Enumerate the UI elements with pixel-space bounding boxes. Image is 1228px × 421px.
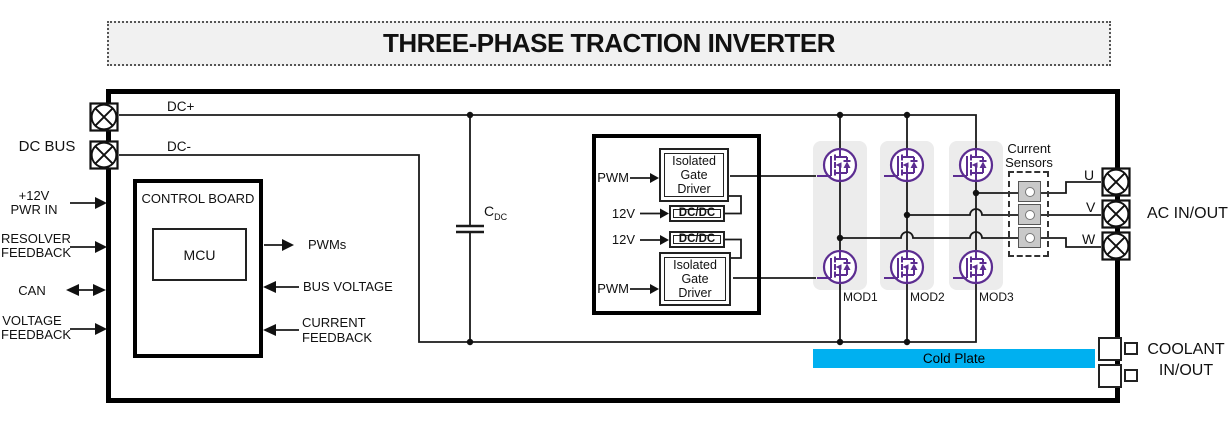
mosfet-icon-mod2-high <box>883 147 925 183</box>
bus-voltage-label: BUS VOLTAGE <box>303 279 393 294</box>
arrow-heads <box>66 173 669 336</box>
port-12v-pwr-in: +12V PWR IN <box>10 188 58 217</box>
mosfet-icon-mod2-low <box>883 249 925 285</box>
v12-top-label: 12V <box>611 206 635 221</box>
ac-in-out-label: AC IN/OUT <box>1147 205 1228 222</box>
mosfet-icon-mod1-low <box>816 249 858 285</box>
cold-plate: Cold Plate <box>813 349 1095 368</box>
coolant-fitting-2-tab-icon <box>1124 369 1138 382</box>
dcdc-converter-bottom: DC/DC <box>669 231 725 248</box>
pwm-top-label: PWM <box>597 170 629 185</box>
current-feedback-label: CURRENT FEEDBACK <box>302 315 373 345</box>
mcu-label: MCU <box>183 246 216 263</box>
wire-dc-minus <box>119 154 977 343</box>
mod3-label: MOD3 <box>979 290 1014 304</box>
dc-minus-connector-icon <box>89 140 119 170</box>
gate-driver-section <box>592 134 761 315</box>
phase-w-label: W <box>1082 231 1096 247</box>
diagram-title: THREE-PHASE TRACTION INVERTER <box>382 28 836 58</box>
current-sensor-v-icon <box>1018 204 1041 225</box>
coolant-fitting-1-tab-icon <box>1124 342 1138 355</box>
pwms-label: PWMs <box>308 237 347 252</box>
port-resolver-feedback: RESOLVER FEEDBACK <box>1 231 72 260</box>
isolated-gate-driver-bottom: Isolated Gate Driver <box>659 252 731 306</box>
wire-phase-v <box>907 208 1101 216</box>
phase-u-label: U <box>1084 167 1095 183</box>
current-sensor-w-icon <box>1018 227 1041 248</box>
dc-link-cap-label: CDC <box>484 203 508 222</box>
wire-phase-w <box>840 231 1101 248</box>
coolant-in-out-label: COOLANT IN/OUT <box>1147 341 1225 379</box>
mosfet-icon-mod3-low <box>952 249 994 285</box>
current-sensor-u-icon <box>1018 181 1041 202</box>
phase-v-label: V <box>1086 199 1096 215</box>
ac-connector-u-icon <box>1101 167 1131 197</box>
control-board: CONTROL BOARD MCU <box>133 179 263 358</box>
coolant-fitting-1-icon <box>1098 337 1122 361</box>
dcdc-converter-top: DC/DC <box>669 205 725 222</box>
diagram-title-box: THREE-PHASE TRACTION INVERTER <box>107 21 1111 66</box>
isolated-gate-driver-top: Isolated Gate Driver <box>659 148 729 202</box>
wire-top-legs <box>839 115 908 150</box>
cold-plate-label: Cold Plate <box>922 351 986 366</box>
ac-connector-v-icon <box>1101 199 1131 229</box>
coolant-fitting-2-icon <box>1098 364 1122 388</box>
current-sensors-label: Current Sensors <box>1005 141 1053 170</box>
mosfet-icon-mod3-high <box>952 147 994 183</box>
wire-bottom-legs <box>839 282 908 342</box>
mod2-label: MOD2 <box>910 290 945 304</box>
current-sensors-block <box>1008 171 1049 257</box>
wire-dcdc-bottom-hook <box>725 238 742 259</box>
ac-connector-w-icon <box>1101 231 1131 261</box>
dc-plus-label: DC+ <box>167 99 195 114</box>
mod1-label: MOD1 <box>843 290 878 304</box>
mosfet-icon-mod1-high <box>816 147 858 183</box>
dc-minus-label: DC- <box>167 139 191 154</box>
pwm-bottom-label: PWM <box>597 281 629 296</box>
mcu-box: MCU <box>152 228 247 281</box>
dc-bus-label: DC BUS <box>18 138 76 155</box>
junction-dots <box>466 111 980 346</box>
dc-plus-connector-icon <box>89 102 119 132</box>
capacitor-plates-icon <box>456 224 484 234</box>
port-voltage-feedback: VOLTAGE FEEDBACK <box>1 313 72 342</box>
port-can: CAN <box>18 283 46 298</box>
v12-bottom-label: 12V <box>611 232 635 247</box>
wire-dcdc-top-hook <box>725 195 742 215</box>
wire-dc-plus <box>119 114 977 149</box>
control-board-title: CONTROL BOARD <box>141 191 255 206</box>
